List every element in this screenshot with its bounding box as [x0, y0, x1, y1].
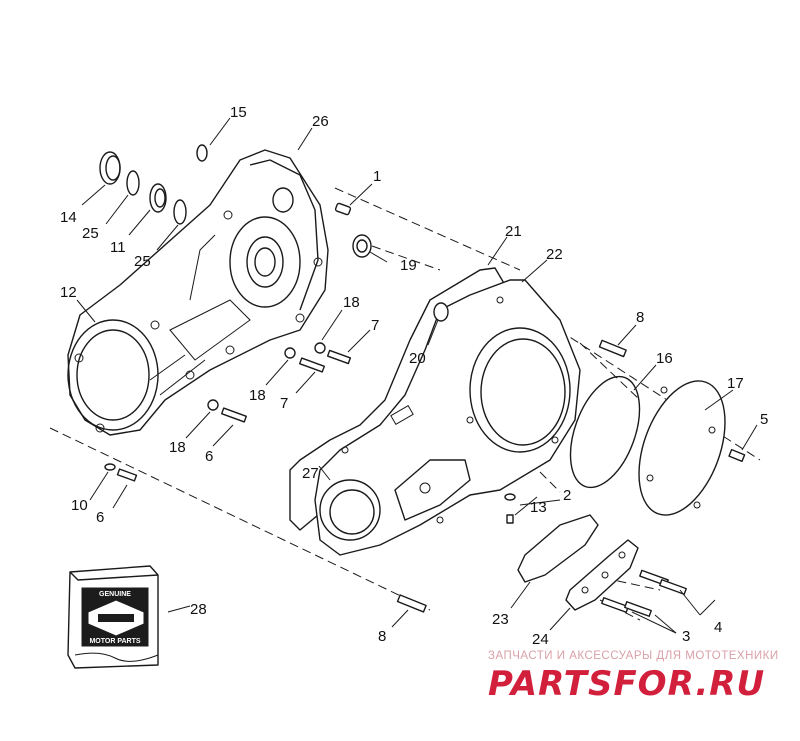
callout-22: 22: [546, 246, 563, 263]
callout-28: 28: [190, 601, 207, 618]
callout-8: 8: [636, 309, 644, 326]
callout-8: 8: [378, 628, 386, 645]
callout-23: 23: [492, 611, 509, 628]
callout-18: 18: [343, 294, 360, 311]
callout-13: 13: [530, 499, 547, 516]
dowel-and-seal: [334, 202, 372, 258]
callout-25: 25: [82, 225, 99, 242]
callout-10: 10: [71, 497, 88, 514]
callout-14: 14: [60, 209, 77, 226]
callout-labels: 1 2 3 4 5 6 6 7 7 8 8 10 11 12 13 14 15 …: [60, 104, 768, 648]
watermark-brand: PARTSFOR.RU: [488, 664, 765, 704]
callout-2: 2: [563, 487, 571, 504]
leader-lines: [76, 117, 758, 634]
callout-11: 11: [110, 239, 126, 256]
outer-primary-cover: [314, 279, 581, 556]
callout-18: 18: [169, 439, 186, 456]
callout-7: 7: [280, 395, 288, 412]
callout-3: 3: [682, 628, 690, 645]
callout-25: 25: [134, 253, 151, 270]
callout-6: 6: [205, 448, 213, 465]
watermark-tagline: ЗАПЧАСТИ И АКСЕССУАРЫ ДЛЯ МОТОТЕХНИКИ: [488, 650, 779, 662]
derby-cover: [569, 375, 726, 516]
callout-16: 16: [656, 350, 673, 367]
callout-27: 27: [302, 465, 319, 482]
callout-24: 24: [532, 631, 549, 648]
callout-12: 12: [60, 284, 77, 301]
callout-21: 21: [505, 223, 522, 240]
callout-26: 26: [312, 113, 329, 130]
callout-19: 19: [400, 257, 417, 274]
badge-top-text: GENUINE: [99, 591, 131, 598]
callout-17: 17: [727, 375, 744, 392]
callout-5: 5: [760, 411, 768, 428]
callout-4: 4: [714, 619, 722, 636]
callout-20: 20: [409, 350, 426, 367]
inner-primary-housing: [67, 149, 329, 436]
callout-15: 15: [230, 104, 247, 121]
callout-6: 6: [96, 509, 104, 526]
right-fasteners: [396, 339, 746, 613]
genuine-parts-kit: GENUINE MOTOR PARTS: [67, 565, 159, 669]
callout-1: 1: [373, 168, 381, 185]
left-fasteners: [104, 342, 352, 482]
callout-7: 7: [371, 317, 379, 334]
callout-18: 18: [249, 387, 266, 404]
inspection-cover: [504, 493, 687, 617]
watermark: ЗАПЧАСТИ И АКСЕССУАРЫ ДЛЯ МОТОТЕХНИКИ PA…: [488, 650, 779, 704]
badge-bottom-text: MOTOR PARTS: [89, 638, 140, 645]
bearing-stack: [99, 144, 208, 225]
